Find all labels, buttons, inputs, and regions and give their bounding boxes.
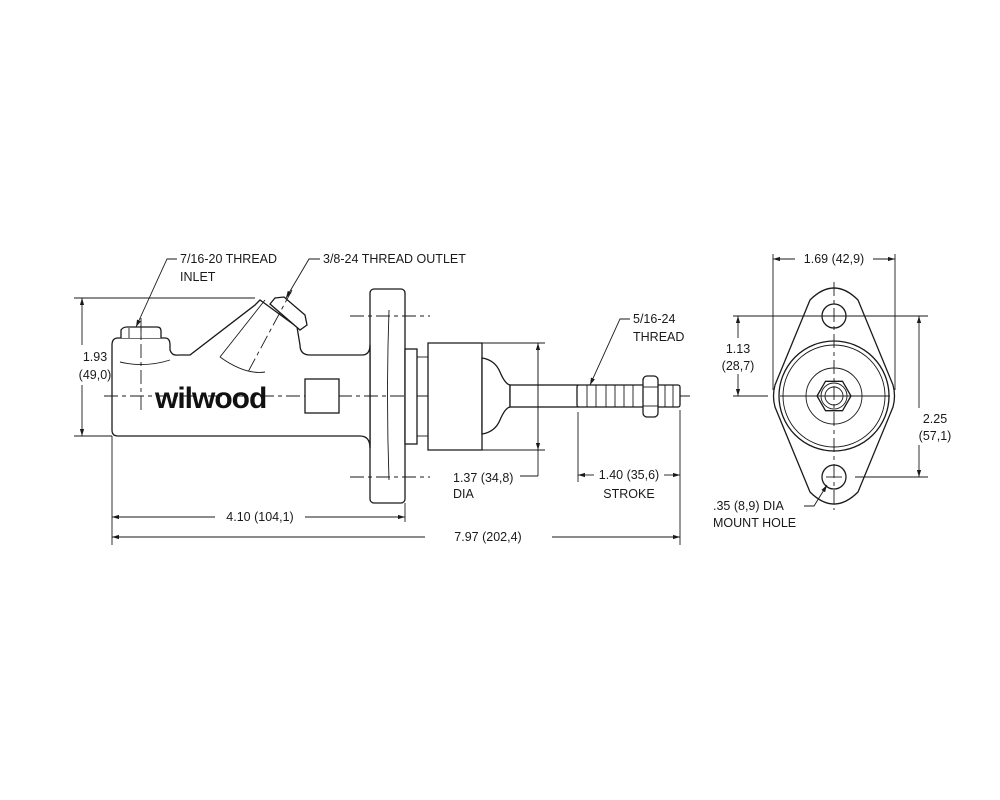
width-dim: 1.69 (42,9) [804, 252, 864, 266]
pushrod-thread-label-2: THREAD [633, 330, 684, 344]
outlet-leader [285, 258, 320, 299]
outlet-bore [219, 356, 266, 373]
jam-nut [642, 375, 659, 418]
cylinder-body [111, 299, 371, 449]
stroke-dim: 1.40 (35,6) [599, 468, 659, 482]
center-to-hole-metric: (28,7) [722, 359, 755, 373]
flange-edge [387, 309, 390, 481]
mount-hole-leader [804, 484, 828, 507]
height-dim-metric: (49,0) [79, 368, 112, 382]
pushrod-threads [576, 384, 681, 408]
boot-dia-dim: 1.37 (34,8) [453, 471, 513, 485]
wilwood-logo: wilwood [154, 382, 266, 415]
mount-hole-label-2: MOUNT HOLE [713, 516, 796, 530]
inlet-bore [119, 359, 171, 365]
outlet-fitting [269, 296, 308, 331]
overall-length-dim: 7.97 (202,4) [454, 530, 521, 544]
side-view: wilwood 1.93 (49,0) 4.10 (104,1) [74, 252, 690, 545]
inlet-label-2: INLET [180, 270, 216, 284]
collar [404, 348, 418, 445]
flange-dim: 4.10 (104,1) [226, 510, 293, 524]
reservoir-port [304, 378, 340, 414]
stroke-label: STROKE [603, 487, 654, 501]
pushrod-thread-label: 5/16-24 [633, 312, 675, 326]
height-dim-value: 1.93 [83, 350, 107, 364]
end-view: 1.69 (42,9) 1.13 (28,7) 2.25 (57,1) .35 … [713, 252, 951, 530]
boot-dome [481, 357, 511, 435]
pushrod [509, 384, 579, 408]
center-to-hole-dim: 1.13 [726, 342, 750, 356]
hole-spacing-metric: (57,1) [919, 429, 952, 443]
dust-boot [427, 342, 483, 451]
hole-spacing-dim: 2.25 [923, 412, 947, 426]
outlet-boss [189, 299, 266, 358]
boot-dia-label: DIA [453, 487, 475, 501]
inlet-label: 7/16-20 THREAD [180, 252, 277, 266]
mount-hole-label: .35 (8,9) DIA [713, 499, 785, 513]
thread-leader [589, 318, 630, 386]
outlet-label: 3/8-24 THREAD OUTLET [323, 252, 466, 266]
inlet-leader [135, 258, 177, 328]
